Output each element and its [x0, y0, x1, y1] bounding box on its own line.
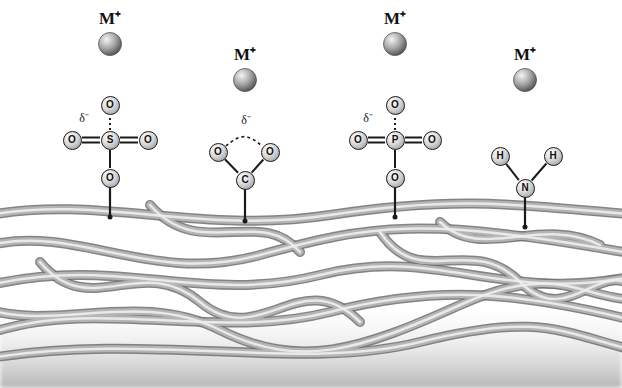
- ion-label: M⁺: [234, 46, 256, 65]
- metal-ion: M⁺: [382, 10, 408, 57]
- atom-symbol: O: [354, 135, 362, 145]
- atom-symbol: O: [428, 135, 436, 145]
- fiber-strand: [0, 284, 622, 352]
- fiber-strand: [0, 229, 622, 264]
- atom-circle: O: [63, 131, 82, 150]
- bond-line: [225, 159, 238, 173]
- ion-sphere: [382, 31, 408, 57]
- atom-circle: O: [139, 131, 158, 150]
- atom-symbol: H: [549, 151, 556, 161]
- partial-charge: δ⁻: [79, 112, 89, 124]
- ion-label: M⁺: [514, 46, 536, 65]
- atom-circle: O: [261, 143, 280, 162]
- fiber-strand: [440, 222, 600, 245]
- partial-charge: δ⁻: [363, 112, 373, 124]
- atom-symbol: P: [392, 135, 399, 145]
- atom-circle: C: [236, 171, 255, 190]
- bond-line: [532, 164, 547, 181]
- atom-circle: H: [544, 147, 563, 166]
- bond-line: [252, 159, 264, 172]
- fiber-strand: [0, 266, 622, 285]
- bond-line: [405, 138, 422, 143]
- atom-circle: O: [386, 96, 405, 115]
- atom-circle: S: [101, 131, 120, 150]
- atom-symbol: S: [107, 135, 114, 145]
- atom-symbol: O: [266, 147, 274, 157]
- bond-line: [368, 138, 385, 143]
- ion-sphere: [512, 67, 538, 93]
- fiber-strand: [150, 205, 300, 252]
- bond-line: [109, 115, 111, 130]
- fiber-strand: [150, 205, 300, 252]
- fiber-strands: [0, 203, 622, 358]
- anchor-knobs: [108, 215, 528, 230]
- atom-circle: O: [423, 131, 442, 150]
- atom-symbol: O: [106, 173, 114, 183]
- fiber-strand: [0, 266, 622, 285]
- ion-label: M⁺: [99, 10, 121, 29]
- partial-charge: δ⁻: [241, 114, 251, 126]
- atom-symbol: O: [106, 100, 114, 110]
- ion-label: M⁺: [384, 10, 406, 29]
- atom-symbol: O: [391, 173, 399, 183]
- bond-line: [109, 150, 111, 168]
- ion-sphere: [232, 67, 258, 93]
- bond-line: [120, 138, 138, 143]
- atom-circle: N: [516, 179, 535, 198]
- atom-symbol: H: [496, 151, 503, 161]
- ion-sphere: [97, 31, 123, 57]
- atom-circle: O: [101, 96, 120, 115]
- fiber-strand: [0, 284, 622, 352]
- atom-symbol: O: [68, 135, 76, 145]
- fiber-strand: [0, 327, 622, 358]
- atom-circle: H: [491, 147, 510, 166]
- metal-ion: M⁺: [97, 10, 123, 57]
- fiber-strand: [0, 327, 622, 358]
- atom-circle: O: [101, 169, 120, 188]
- metal-ion: M⁺: [232, 46, 258, 93]
- anchor-stems: [110, 188, 525, 226]
- atom-circle: O: [349, 131, 368, 150]
- fiber-strand: [0, 327, 622, 358]
- fiber-strand: [440, 222, 600, 245]
- atom-symbol: O: [144, 135, 152, 145]
- bond-line: [82, 138, 100, 143]
- fiber-strand: [0, 203, 622, 220]
- bond-line: [394, 150, 396, 168]
- fiber-strand: [0, 266, 622, 285]
- atom-symbol: C: [241, 175, 248, 185]
- atom-symbol: O: [391, 100, 399, 110]
- atom-circle: O: [209, 143, 228, 162]
- atom-circle: P: [386, 131, 405, 150]
- fiber-strand: [0, 203, 622, 220]
- atom-symbol: O: [214, 147, 222, 157]
- atom-circle: O: [386, 169, 405, 188]
- fiber-strand: [150, 205, 300, 252]
- bond-line: [394, 115, 396, 130]
- bond-line: [506, 164, 519, 180]
- fiber-strand: [0, 203, 622, 220]
- bond-line: [226, 137, 262, 146]
- metal-ion: M⁺: [512, 46, 538, 93]
- atom-symbol: N: [521, 183, 528, 193]
